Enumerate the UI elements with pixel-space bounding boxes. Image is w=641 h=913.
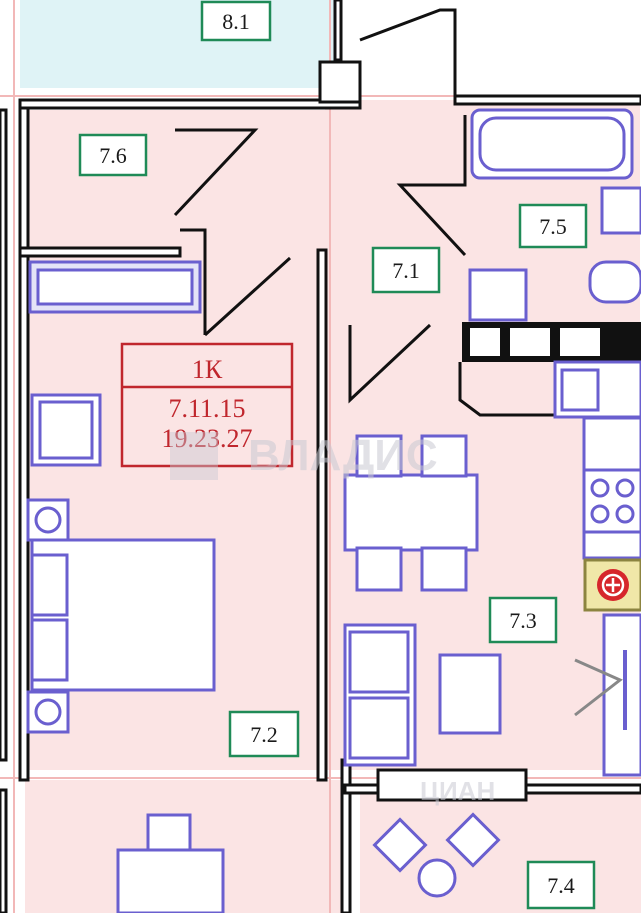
dining-chair-2 <box>420 434 468 478</box>
balcony-chair-right <box>445 812 501 868</box>
room-label-hallway: 7.1 <box>371 246 441 294</box>
doors <box>173 8 467 404</box>
dining-chair-1 <box>355 434 403 478</box>
pillow-top <box>30 553 69 617</box>
apartment-area-line-1: 7.11.15 <box>168 394 245 423</box>
apartment-info: 1К 7.11.15 19.23.27 <box>120 342 294 468</box>
svg-text:7.4: 7.4 <box>547 873 575 898</box>
cooktop <box>582 468 641 534</box>
watermark-bottom: ЦИАН <box>420 776 495 806</box>
washing-machine <box>468 268 528 322</box>
toilet <box>588 260 641 304</box>
room-label-bathroom: 7.5 <box>518 203 588 249</box>
coffee-table <box>438 653 502 735</box>
svg-text:7.1: 7.1 <box>392 258 420 283</box>
watermark-main: ВЛАДИС <box>248 431 438 480</box>
apartment-type: 1К <box>192 355 223 384</box>
fridge-cabinet <box>602 613 641 777</box>
dining-table <box>343 473 479 552</box>
room-label-closet: 7.6 <box>78 133 148 177</box>
svg-text:7.6: 7.6 <box>99 143 127 168</box>
pillow-bottom <box>30 618 69 682</box>
svg-text:7.5: 7.5 <box>539 214 567 239</box>
sink <box>600 186 641 235</box>
window-frame <box>376 768 528 802</box>
loggia-desk <box>116 848 225 913</box>
bedroom-furniture <box>26 260 225 913</box>
dining-chair-4 <box>420 546 468 592</box>
apartment-area-line-2: 19.23.27 <box>162 424 253 453</box>
room-label-balcony-bottom: 7.4 <box>526 860 596 910</box>
svg-text:7.2: 7.2 <box>250 722 278 747</box>
balcony-top-area <box>20 0 340 88</box>
balcony-table <box>417 858 457 898</box>
bathroom-furniture <box>468 108 641 322</box>
dining-chair-3 <box>355 546 403 592</box>
room-label-bedroom: 7.2 <box>228 710 300 758</box>
room-label-kitchen: 7.3 <box>488 596 558 644</box>
balcony-chair-left <box>372 817 428 873</box>
svg-text:8.1: 8.1 <box>222 9 250 34</box>
svg-text:7.3: 7.3 <box>509 608 537 633</box>
room-label-balcony-top: 8.1 <box>200 0 272 42</box>
kitchen-furniture <box>343 322 641 898</box>
watermark-logo <box>170 432 218 480</box>
